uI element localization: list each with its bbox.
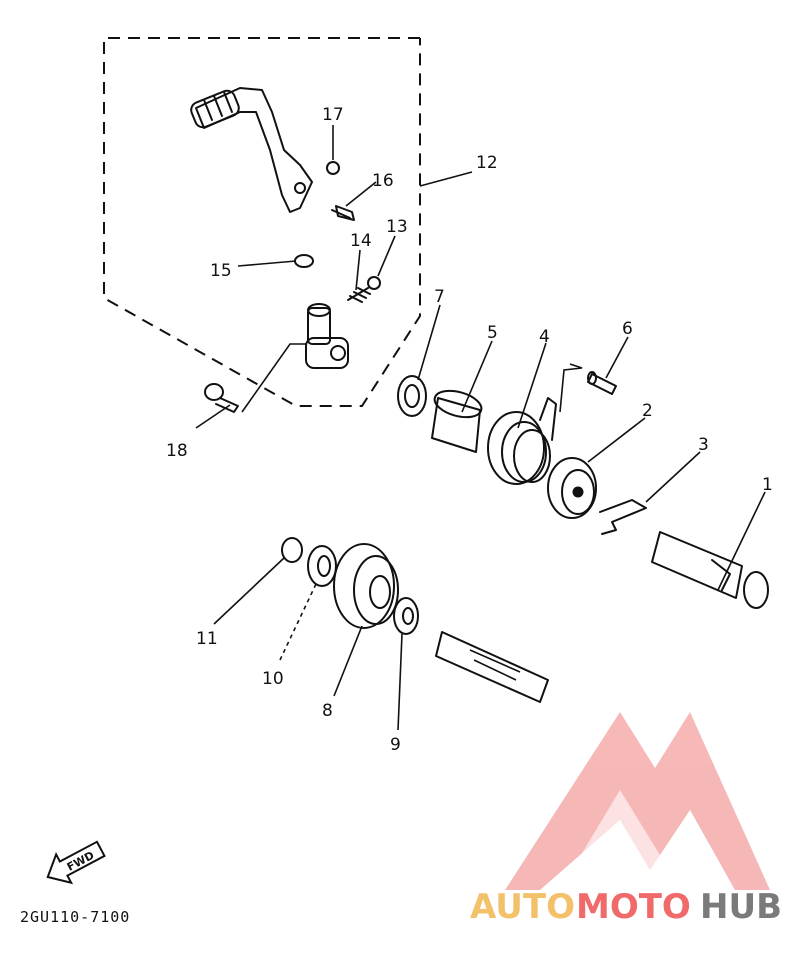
shaft	[435, 631, 549, 703]
callout-13: 13	[386, 217, 408, 237]
kick-boss	[305, 303, 349, 369]
callout-12: 12	[476, 153, 498, 173]
circlip-15	[294, 254, 314, 268]
callout-9: 9	[390, 735, 401, 755]
callout-17: 17	[322, 105, 344, 125]
torsion-spring-4	[487, 397, 557, 485]
watermark-auto: AUTO	[470, 887, 575, 927]
callout-10: 10	[262, 669, 284, 689]
leader-lines	[195, 125, 766, 731]
washer-10	[307, 545, 337, 587]
callout-18: 18	[166, 441, 188, 461]
callout-2: 2	[642, 401, 653, 421]
callout-8: 8	[322, 701, 333, 721]
kick-idle-gear-8	[333, 543, 399, 629]
kick-lever	[190, 87, 313, 213]
oil-seal-7	[397, 375, 427, 417]
watermark-hub: HUB	[700, 887, 782, 927]
callout-4: 4	[539, 327, 550, 347]
washer-17	[326, 161, 340, 175]
callout-3: 3	[698, 435, 709, 455]
callout-numbers: 1 2 3 4 5 6 7 8 9 10 11 12 13 14 15 16 1…	[166, 105, 773, 755]
washer-9	[393, 597, 419, 635]
spring-guide-6	[587, 371, 617, 395]
callout-7: 7	[434, 287, 445, 307]
callout-16: 16	[372, 171, 394, 191]
callout-1: 1	[762, 475, 773, 495]
spring-14	[347, 287, 371, 303]
circlip-11	[281, 537, 303, 563]
callout-15: 15	[210, 261, 232, 281]
bolt-18	[204, 383, 239, 413]
diagram-code: 2GU110-7100	[20, 908, 130, 926]
ball-13	[367, 276, 381, 290]
bolt-16	[331, 205, 355, 221]
assembly-boundary	[103, 37, 421, 407]
callout-11: 11	[196, 629, 218, 649]
callout-6: 6	[622, 319, 633, 339]
ratchet-2	[547, 457, 597, 519]
clip-3	[599, 499, 647, 535]
watermark-moto: MOTO	[576, 887, 691, 927]
watermark-logo	[505, 712, 770, 890]
callout-14: 14	[350, 231, 372, 251]
kick-axle-1	[651, 531, 769, 609]
callout-5: 5	[487, 323, 498, 343]
fwd-arrow-icon: FWD	[46, 840, 106, 885]
watermark-text: AUTO MOTO HUB	[470, 887, 782, 927]
collar-5	[431, 389, 483, 453]
